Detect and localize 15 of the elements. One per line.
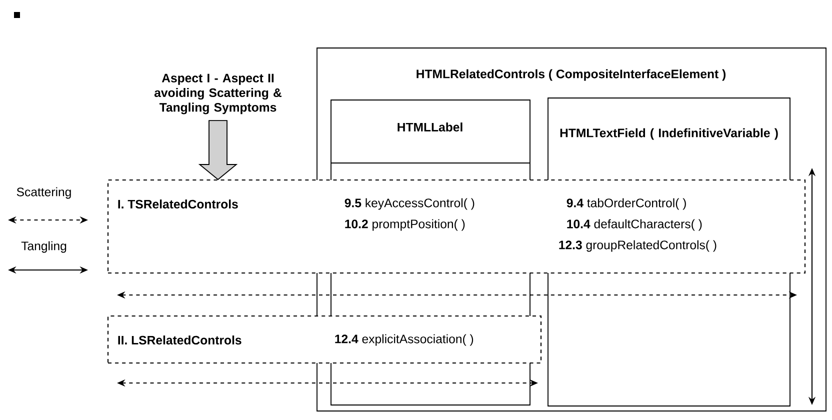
box-title: HTMLTextField ( IndefinitiveVariable ) xyxy=(560,128,778,140)
box-title: HTMLLabel xyxy=(398,122,462,132)
method-text: 9.4 tabOrderControl( ) xyxy=(566,198,686,210)
box-title: HTMLRelatedControls ( CompositeInterfaceElement ) xyxy=(416,69,726,81)
group-title: II. LSRelatedControls xyxy=(118,336,242,345)
legend-label: Tangling xyxy=(21,241,66,253)
heading-text: Aspect I - Aspect II avoiding Scattering & Tangling Symptoms xyxy=(154,74,282,114)
method-text: 10.4 defaultCharacters( ) xyxy=(567,219,702,231)
method-text: 12.4 explicitAssociation( ) xyxy=(335,334,474,346)
method-text: 12.3 groupRelatedControls( ) xyxy=(559,240,716,252)
method-text: 9.5 keyAccessControl( ) xyxy=(344,198,474,210)
block-arrow xyxy=(198,120,238,180)
legend-label: Scattering xyxy=(16,187,71,199)
group-title: I. TSRelatedControls xyxy=(118,200,238,209)
method-text: 10.2 promptPosition( ) xyxy=(345,219,465,231)
